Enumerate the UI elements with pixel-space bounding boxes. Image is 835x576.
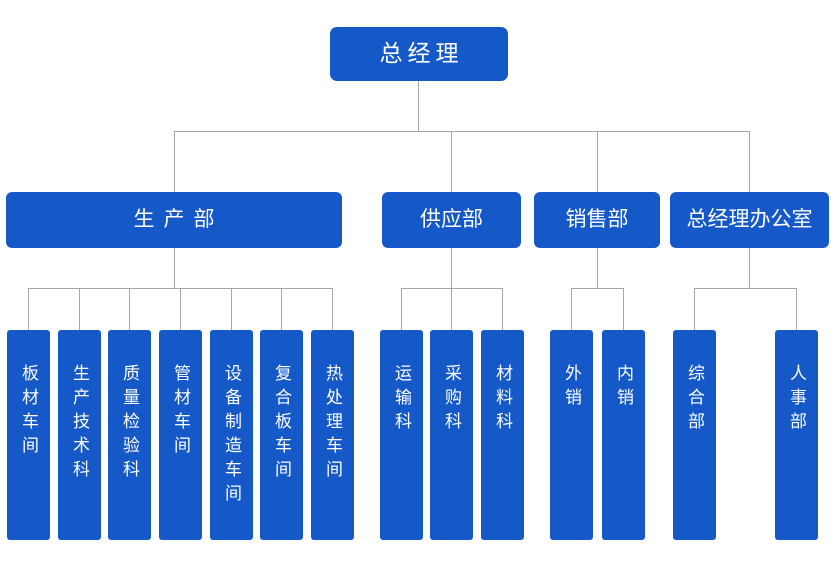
node-unit-heat-treatment-workshop[interactable]: 热处理车间 [311,330,354,540]
node-label: 总经理办公室 [686,207,813,231]
node-unit-equipment-manufacturing[interactable]: 设备制造车间 [210,330,253,540]
node-unit-board-workshop[interactable]: 板材车间 [7,330,50,540]
node-production-dept[interactable]: 生产部 [6,192,342,248]
node-unit-procurement[interactable]: 采购科 [430,330,473,540]
node-general-manager[interactable]: 总经理 [330,27,508,81]
connector-stem-supply [451,248,452,288]
connector-level2-bus [174,131,750,132]
node-label: 采购科 [442,364,461,436]
node-label: 生产部 [133,207,224,231]
connector-drop-unit-10 [502,288,503,330]
node-label: 运输科 [392,364,411,436]
node-label: 供应部 [420,207,483,231]
connector-bus-sales [571,288,623,289]
connector-drop-unit-4 [180,288,181,330]
node-label: 热处理车间 [323,364,342,484]
connector-drop-unit-13 [694,288,695,330]
connector-drop-unit-11 [571,288,572,330]
connector-drop-sales [597,131,598,192]
connector-drop-unit-12 [623,288,624,330]
node-unit-composite-board-workshop[interactable]: 复合板车间 [260,330,303,540]
node-label: 质量检验科 [120,364,139,484]
node-unit-transportation[interactable]: 运输科 [380,330,423,540]
node-label: 生产技术科 [70,364,89,484]
node-label: 人事部 [787,364,806,436]
connector-root-stem [418,81,419,131]
node-unit-production-technology[interactable]: 生产技术科 [58,330,101,540]
connector-drop-unit-7 [332,288,333,330]
node-gm-office-dept[interactable]: 总经理办公室 [670,192,829,248]
connector-drop-gm-office [749,131,750,192]
connector-drop-unit-2 [79,288,80,330]
node-unit-pipe-workshop[interactable]: 管材车间 [159,330,202,540]
connector-drop-unit-14 [796,288,797,330]
connector-bus-gm-office [694,288,797,289]
node-unit-export-sales[interactable]: 外销 [550,330,593,540]
connector-stem-production [174,248,175,288]
node-label: 综合部 [685,364,704,436]
node-unit-quality-inspection[interactable]: 质量检验科 [108,330,151,540]
node-label: 总经理 [379,40,464,67]
node-label: 内销 [614,364,633,412]
node-unit-materials[interactable]: 材料科 [481,330,524,540]
connector-drop-unit-8 [401,288,402,330]
node-unit-domestic-sales[interactable]: 内销 [602,330,645,540]
node-label: 管材车间 [171,364,190,460]
connector-drop-unit-6 [281,288,282,330]
connector-stem-gm-office [749,248,750,288]
connector-drop-supply [451,131,452,192]
node-unit-general-affairs[interactable]: 综合部 [673,330,716,540]
connector-drop-unit-1 [28,288,29,330]
connector-drop-unit-5 [231,288,232,330]
node-label: 外销 [562,364,581,412]
node-sales-dept[interactable]: 销售部 [534,192,660,248]
node-label: 复合板车间 [272,364,291,484]
node-label: 设备制造车间 [222,364,241,508]
connector-drop-unit-9 [451,288,452,330]
node-supply-dept[interactable]: 供应部 [382,192,521,248]
node-label: 板材车间 [19,364,38,460]
connector-drop-production [174,131,175,192]
node-unit-human-resources[interactable]: 人事部 [775,330,818,540]
connector-stem-sales [597,248,598,288]
node-label: 材料科 [493,364,512,436]
connector-drop-unit-3 [129,288,130,330]
node-label: 销售部 [565,207,629,231]
